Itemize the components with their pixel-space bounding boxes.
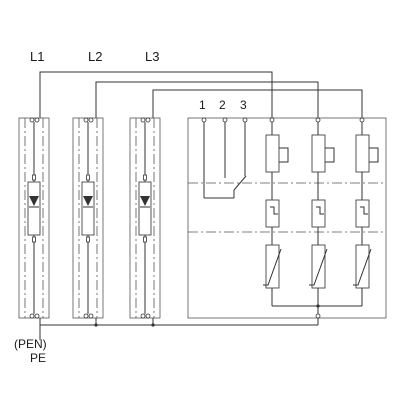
- label-contact-1: 1: [199, 98, 206, 112]
- wire-l2-feed: [95, 81, 319, 118]
- phase-feed-wires: [39, 71, 363, 118]
- module-2-outline: [72, 117, 104, 319]
- pole-3: [353, 122, 379, 306]
- wire-l3-feed: [152, 89, 363, 118]
- pole-2: [309, 122, 335, 319]
- right-protection-module: [187, 117, 387, 319]
- label-pe: PE: [30, 351, 46, 365]
- wire-l1-feed: [39, 71, 273, 118]
- module-2-arrester: [81, 181, 95, 236]
- module-1-outline: [18, 117, 50, 319]
- pole-1: [263, 122, 362, 307]
- pe-bus: [39, 318, 319, 340]
- label-pen: (PEN): [14, 337, 47, 351]
- module-1-arrester: [27, 181, 41, 236]
- label-contact-2: 2: [219, 98, 226, 112]
- left-arrester-modules: [18, 117, 161, 319]
- label-l2: L2: [88, 49, 102, 64]
- label-l1: L1: [30, 49, 44, 64]
- label-contact-3: 3: [240, 98, 247, 112]
- remote-signal-contact: [203, 122, 247, 199]
- module-3-arrester: [138, 181, 152, 236]
- label-l3: L3: [145, 49, 159, 64]
- module-3-outline: [129, 117, 161, 319]
- right-module-outline: [187, 117, 387, 319]
